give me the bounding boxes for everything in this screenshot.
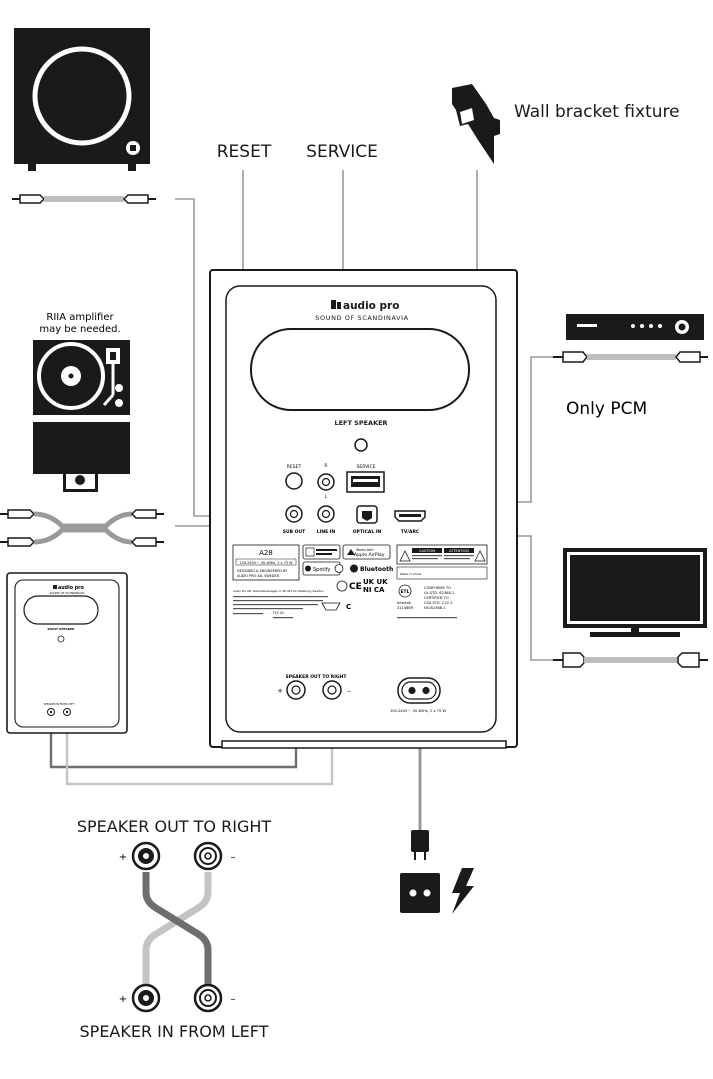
right-speaker-tagline: SOUND OF SCANDINAVIA: [49, 591, 84, 595]
speaker-out-to-right-label: SPEAKER OUT TO RIGHT: [77, 817, 272, 836]
attention-label: ATTENTION: [449, 549, 469, 553]
designed-by: DESIGNED & ENGINEERED BY: [237, 569, 288, 573]
fcc-label: FCC ID: [273, 611, 284, 615]
right-speaker: audio pro SOUND OF SCANDINAVIA RIGHT SPE…: [6, 572, 128, 734]
lightning-icon: [452, 868, 474, 914]
airplay-icon: [347, 549, 355, 555]
designed-by-2: AUDIO PRO AB, SWEDEN: [237, 574, 280, 578]
out-plus-terminal: [131, 841, 161, 871]
ukca-mark-2: NI CA: [363, 586, 385, 594]
airplay-small: Works with: [356, 548, 374, 552]
l-small-label: L: [325, 494, 328, 500]
out-plus-sign: +: [119, 852, 127, 863]
made-in: Made in China: [400, 572, 422, 576]
certified-label: CERTIFIED TO: [424, 596, 449, 600]
right-speaker-brand: audio pro: [58, 585, 84, 591]
r-small-label: R: [324, 463, 327, 469]
warning-icon: [399, 550, 411, 562]
wall-bracket-label: Wall bracket fixture: [514, 102, 680, 122]
fine-print: Audio Pro AB, Gamlestadsvägen 4, SE-415 …: [233, 589, 324, 593]
in-minus-sign: –: [231, 994, 236, 1005]
brand-logo: audio pro SOUND OF SCANDINAVIA: [315, 300, 408, 322]
svg-text:ETL: ETL: [400, 589, 409, 595]
amplifier-icon: [33, 422, 130, 492]
right-speaker-port: [23, 595, 99, 625]
alexa-icon: [334, 564, 344, 573]
tv-arc-label: TV/ARC: [401, 529, 420, 535]
reset-button[interactable]: [285, 472, 303, 490]
bluetooth-label: Bluetooth: [360, 566, 393, 573]
main-speaker: audio pro SOUND OF SCANDINAVIA LEFT SPEA…: [209, 269, 518, 749]
speaker-out-small-label: SPEAKER OUT TO RIGHT: [286, 674, 348, 680]
intertek-label: Intertek: [397, 601, 412, 605]
reset-small-label: RESET: [287, 464, 302, 470]
right-speaker-in-label: SPEAKER IN FROM LEFT: [44, 702, 75, 706]
out-minus-sign: –: [231, 852, 236, 863]
service-label: SERVICE: [306, 142, 378, 162]
riia-label-1: RIIA amplifier: [46, 312, 114, 323]
brand-mark-icon: [331, 300, 341, 309]
power-rating: 100-240V~, 50-60Hz, 2 x 75 W: [390, 709, 446, 713]
certified-label-2: CSA STD. C22.2: [424, 601, 453, 605]
subwoofer-icon: [14, 28, 150, 171]
ce-mark-2: C: [346, 603, 351, 611]
wall-bracket-hole: [354, 438, 368, 452]
spotify-label: Spotify: [313, 567, 330, 573]
in-plus-terminal: [131, 983, 161, 1013]
wall-bracket-icon: [452, 84, 500, 164]
out-minus-terminal: [193, 841, 223, 871]
terminal-minus-sign: –: [347, 687, 351, 695]
line-in-rca-cable: [0, 509, 164, 547]
conforms-label: CONFORMS TO: [424, 586, 451, 590]
optical-cable: [553, 351, 708, 363]
speaker-base: [221, 740, 507, 749]
right-speaker-label: RIGHT SPEAKER: [48, 627, 76, 631]
caution-label: CAUTION: [419, 549, 435, 553]
turntable-icon: [33, 340, 130, 415]
spotify-icon: [305, 565, 311, 572]
bass-port: [250, 328, 470, 411]
power-plug-icon: [411, 830, 429, 860]
rating-label: A28 100-240V~, 50-60Hz, 2 x 75 W DESIGNE…: [232, 544, 488, 619]
bluetooth-icon: [350, 564, 358, 573]
sub-rca-cable: [12, 194, 156, 204]
intertek-no: 3114869: [397, 606, 414, 610]
in-minus-terminal: [193, 983, 223, 1013]
brand-name: audio pro: [343, 300, 399, 312]
terminal-plus-sign: +: [277, 687, 283, 695]
weee-icon: [321, 602, 341, 611]
recycle-icon: [336, 580, 348, 592]
sub-out-label: SUB OUT: [283, 529, 306, 535]
speaker-in-from-left-label: SPEAKER IN FROM LEFT: [80, 1022, 269, 1041]
hdmi-cable: [553, 652, 708, 668]
left-speaker-label: LEFT SPEAKER: [334, 419, 387, 427]
riia-label-2: may be needed.: [39, 324, 120, 335]
service-small-label: SERVICE: [357, 464, 376, 470]
in-plus-sign: +: [119, 994, 127, 1005]
ce-mark: CE: [349, 582, 362, 592]
model-rating: 100-240V~, 50-60Hz, 2 x 75 W: [240, 561, 294, 565]
reset-label: RESET: [217, 142, 272, 162]
brand-tagline: SOUND OF SCANDINAVIA: [315, 314, 408, 322]
airplay-label: Apple AirPlay: [354, 552, 385, 558]
airplay-badge: [342, 544, 391, 560]
optical-in-label: OPTICAL IN: [353, 529, 382, 535]
etl-mark-icon: [398, 584, 412, 598]
model-name: A28: [259, 549, 273, 557]
power-outlet-icon: [400, 873, 440, 913]
line-in-label: LINE IN: [317, 529, 336, 535]
conforms-label-2: UL STD. 62368-1: [424, 591, 454, 595]
serial-box: [396, 566, 488, 580]
media-player-icon: [566, 314, 704, 340]
only-pcm-label: Only PCM: [566, 399, 647, 419]
detail-cables: [142, 872, 212, 986]
certified-label-3: NO.62368-1: [424, 606, 446, 610]
fine-print-block: [233, 587, 333, 609]
tv-icon: [563, 548, 707, 637]
ukca-mark: UK UK: [363, 578, 388, 586]
warning-icon-2: [474, 550, 486, 562]
